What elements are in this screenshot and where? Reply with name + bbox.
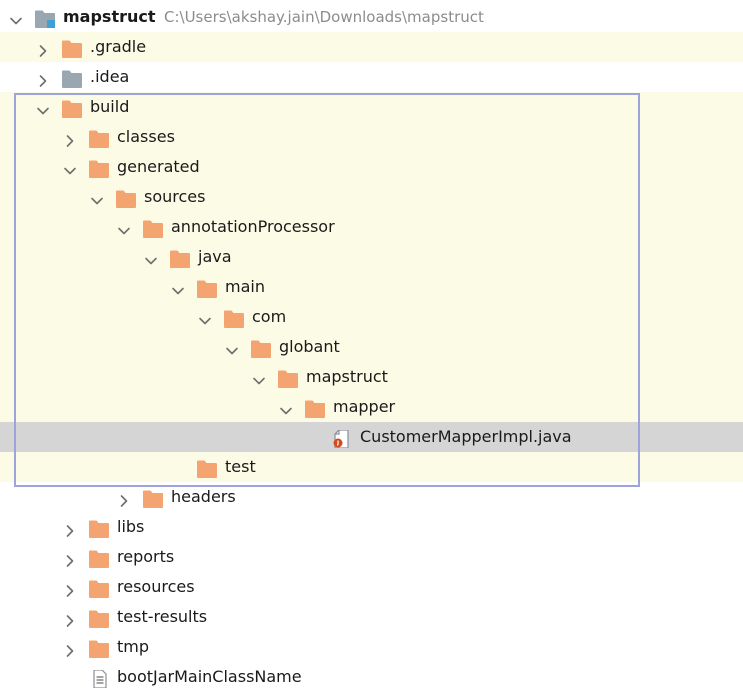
- tree-row-globant[interactable]: globant: [0, 332, 743, 362]
- tree-row-tmp[interactable]: tmp: [0, 632, 743, 662]
- chevron-right-icon[interactable]: [62, 609, 78, 627]
- chevron-down-icon[interactable]: [62, 159, 78, 175]
- tree-row-test-results[interactable]: test-results: [0, 602, 743, 632]
- folder-icon: [197, 278, 217, 298]
- tree-item-label: mapstruct: [306, 367, 388, 386]
- tree-item-label: mapstruct: [63, 7, 156, 26]
- folder-icon: [62, 38, 82, 58]
- tree-item-label: com: [252, 307, 287, 326]
- chevron-down-icon[interactable]: [89, 189, 105, 205]
- tree-row-libs[interactable]: libs: [0, 512, 743, 542]
- module-folder-icon: [35, 8, 55, 28]
- tree-item-label: tmp: [117, 637, 150, 656]
- tree-item-label: resources: [117, 577, 195, 596]
- tree-item-label: main: [225, 277, 265, 296]
- tree-row-test[interactable]: test: [0, 452, 743, 482]
- tree-item-label: .idea: [90, 67, 130, 86]
- tree-item-label: CustomerMapperImpl.java: [360, 427, 572, 446]
- tree-row-mapper[interactable]: mapper: [0, 392, 743, 422]
- folder-icon: [89, 518, 109, 538]
- folder-icon: [143, 218, 163, 238]
- chevron-right-icon[interactable]: [62, 129, 78, 147]
- tree-row-resources[interactable]: resources: [0, 572, 743, 602]
- chevron-down-icon[interactable]: [251, 369, 267, 385]
- chevron-down-icon[interactable]: [143, 249, 159, 265]
- java-file-icon: [332, 428, 352, 449]
- tree-row-customermapperimpl-java[interactable]: CustomerMapperImpl.java: [0, 422, 743, 452]
- folder-icon: [305, 398, 325, 418]
- chevron-down-icon[interactable]: [278, 399, 294, 415]
- tree-row-reports[interactable]: reports: [0, 542, 743, 572]
- tree-item-label: libs: [117, 517, 145, 536]
- folder-icon: [89, 638, 109, 658]
- tree-item-label: classes: [117, 127, 175, 146]
- chevron-down-icon[interactable]: [197, 309, 213, 325]
- tree-item-label: generated: [117, 157, 200, 176]
- tree-row-main[interactable]: main: [0, 272, 743, 302]
- tree-row-bootjarmainclassname[interactable]: bootJarMainClassName: [0, 662, 743, 692]
- folder-icon: [116, 188, 136, 208]
- chevron-down-icon[interactable]: [35, 99, 51, 115]
- folder-icon: [278, 368, 298, 388]
- tree-row-generated[interactable]: generated: [0, 152, 743, 182]
- folder-icon: [197, 458, 217, 478]
- tree-item-label: mapper: [333, 397, 396, 416]
- tree-item-label: test-results: [117, 607, 208, 626]
- chevron-down-icon[interactable]: [224, 339, 240, 355]
- tree-row-mapstruct[interactable]: mapstruct C:\Users\akshay.jain\Downloads\…: [0, 2, 743, 32]
- folder-icon: [89, 158, 109, 178]
- tree-row-classes[interactable]: classes: [0, 122, 743, 152]
- tree-item-label: sources: [144, 187, 206, 206]
- chevron-down-icon[interactable]: [8, 9, 24, 25]
- tree-row-mapstruct[interactable]: mapstruct: [0, 362, 743, 392]
- project-path: C:\Users\akshay.jain\Downloads\mapstruct: [164, 8, 484, 26]
- folder-icon: [89, 548, 109, 568]
- tree-item-label: bootJarMainClassName: [117, 667, 302, 686]
- tree-row-idea[interactable]: .idea: [0, 62, 743, 92]
- chevron-right-icon[interactable]: [62, 519, 78, 537]
- folder-icon: [62, 98, 82, 118]
- tree-row-com[interactable]: com: [0, 302, 743, 332]
- folder-icon: [251, 338, 271, 358]
- folder-icon: [89, 128, 109, 148]
- chevron-right-icon[interactable]: [62, 549, 78, 567]
- chevron-right-icon[interactable]: [35, 69, 51, 87]
- chevron-right-icon[interactable]: [62, 579, 78, 597]
- chevron-down-icon[interactable]: [116, 219, 132, 235]
- folder-icon: [62, 68, 82, 88]
- folder-icon: [89, 608, 109, 628]
- chevron-right-icon[interactable]: [62, 639, 78, 657]
- tree-item-label: reports: [117, 547, 175, 566]
- tree-item-label: build: [90, 97, 130, 116]
- text-file-icon: [89, 668, 109, 689]
- chevron-right-icon[interactable]: [116, 489, 132, 507]
- tree-item-label: test: [225, 457, 256, 476]
- tree-row-java[interactable]: java: [0, 242, 743, 272]
- tree-item-label: headers: [171, 487, 236, 506]
- tree-row-headers[interactable]: headers: [0, 482, 743, 512]
- folder-icon: [89, 578, 109, 598]
- tree-row-sources[interactable]: sources: [0, 182, 743, 212]
- tree-item-label: java: [198, 247, 232, 266]
- tree-item-label: .gradle: [90, 37, 147, 56]
- folder-icon: [170, 248, 190, 268]
- folder-icon: [224, 308, 244, 328]
- folder-icon: [143, 488, 163, 508]
- tree-item-label: annotationProcessor: [171, 217, 335, 236]
- chevron-down-icon[interactable]: [170, 279, 186, 295]
- tree-row-build[interactable]: build: [0, 92, 743, 122]
- tree-item-label: globant: [279, 337, 340, 356]
- chevron-right-icon[interactable]: [35, 39, 51, 57]
- tree-row-gradle[interactable]: .gradle: [0, 32, 743, 62]
- tree-row-annotationprocessor[interactable]: annotationProcessor: [0, 212, 743, 242]
